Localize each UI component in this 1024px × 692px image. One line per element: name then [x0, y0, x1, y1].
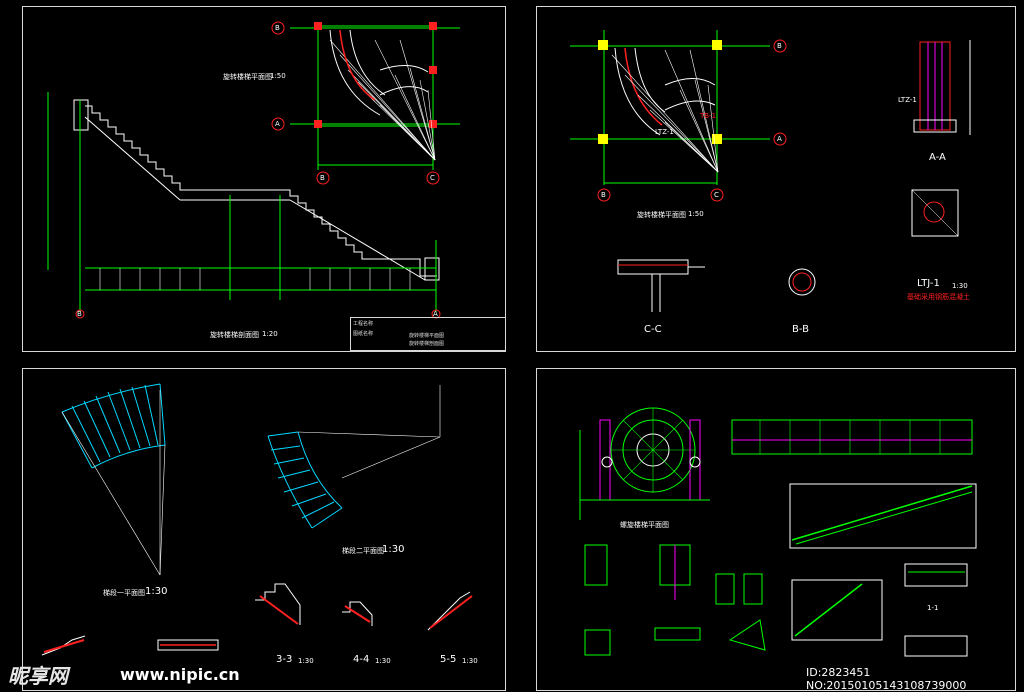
title-block-cell: 工程名称	[353, 321, 374, 327]
flight1-scale: 1:30	[145, 586, 168, 597]
spiral-plan-title: 螺旋楼梯平面图	[620, 521, 669, 529]
axis-label: B	[777, 42, 782, 50]
axis-label: B	[320, 174, 325, 182]
flight1-title: 梯段一平面图	[103, 589, 145, 597]
axis-label: A	[275, 120, 280, 128]
axis-label: A	[777, 135, 782, 143]
title-block-panel1: 工程名称 图纸名称 旋转楼梯平面图 旋转楼梯剖面图	[350, 317, 506, 351]
flight-2-plan	[267, 431, 343, 529]
section-aa-label: A-A	[929, 152, 946, 163]
section-bb	[788, 268, 816, 296]
column-tag: LTZ-1	[898, 96, 917, 104]
flight-1-plan	[61, 383, 166, 469]
drawing-sheet-3	[22, 368, 506, 691]
section-cc-label: C-C	[644, 324, 662, 335]
section-label: 3-3	[276, 654, 293, 665]
spiral-stair-plan	[579, 407, 710, 520]
plan-title-panel2: 旋转楼梯平面图	[637, 211, 686, 219]
details-panel4	[584, 544, 968, 657]
flight2-title: 梯段二平面图	[342, 547, 384, 555]
axis-bubble	[75, 309, 85, 319]
axis-label: C	[430, 174, 435, 182]
section-scale-panel1: 1:20	[262, 330, 278, 338]
footing-plan-ltj	[911, 189, 959, 237]
handrail-elevation	[731, 419, 973, 455]
section-scale: 1:30	[298, 657, 314, 665]
section-scale: 1:30	[462, 657, 478, 665]
sections-3-4-5	[41, 583, 473, 656]
section-1-1-label: 1-1	[927, 604, 939, 612]
axis-bubble	[431, 309, 441, 319]
footing-scale: 1:30	[952, 282, 968, 290]
title-block-cell: 旋转楼梯剖面图	[409, 341, 445, 347]
image-id-line: ID:2823451 NO:20150105143108739000	[806, 666, 967, 692]
section-label: 5-5	[440, 654, 457, 665]
stair-plan-panel1	[290, 22, 460, 170]
stair-slope-section	[789, 483, 977, 549]
section-scale: 1:30	[375, 657, 391, 665]
drawing-sheet-4	[536, 368, 1016, 691]
dimension-ticks-panel1	[99, 268, 411, 290]
watermark-url: www.nipic.cn	[120, 665, 240, 684]
title-block-cell: 旋转楼梯平面图	[409, 333, 445, 339]
section-label: 4-4	[353, 654, 370, 665]
section-cc	[617, 259, 705, 312]
tag-label: TB-1	[700, 112, 717, 120]
section-bb-label: B-B	[792, 324, 809, 335]
axis-label: B	[77, 310, 82, 318]
plan-title-panel1: 旋转楼梯平面图	[223, 73, 272, 81]
drawing-sheet-1	[22, 6, 506, 352]
watermark-logo: 昵享网	[8, 664, 68, 688]
footing-label: LTJ-1	[917, 278, 940, 289]
plan-scale-panel1: 1:50	[270, 72, 286, 80]
stair-section-elevation	[73, 99, 440, 281]
red-note: 基础采用钢筋混凝土	[907, 293, 970, 301]
tag-label: LTZ-1	[655, 128, 674, 136]
drawing-sheet-2	[536, 6, 1016, 352]
stair-plan-panel2	[570, 30, 770, 185]
axis-label: B	[275, 24, 280, 32]
axis-label: B	[601, 191, 606, 199]
flight2-scale: 1:30	[382, 544, 405, 555]
axis-label: A	[433, 310, 438, 318]
plan-scale-panel2: 1:50	[688, 210, 704, 218]
axis-label: C	[714, 191, 719, 199]
title-block-cell: 图纸名称	[353, 331, 374, 337]
column-elevation-aa	[913, 40, 971, 135]
grid-lines-panel1	[47, 92, 437, 312]
section-title-panel1: 旋转楼梯剖面图	[210, 331, 259, 339]
